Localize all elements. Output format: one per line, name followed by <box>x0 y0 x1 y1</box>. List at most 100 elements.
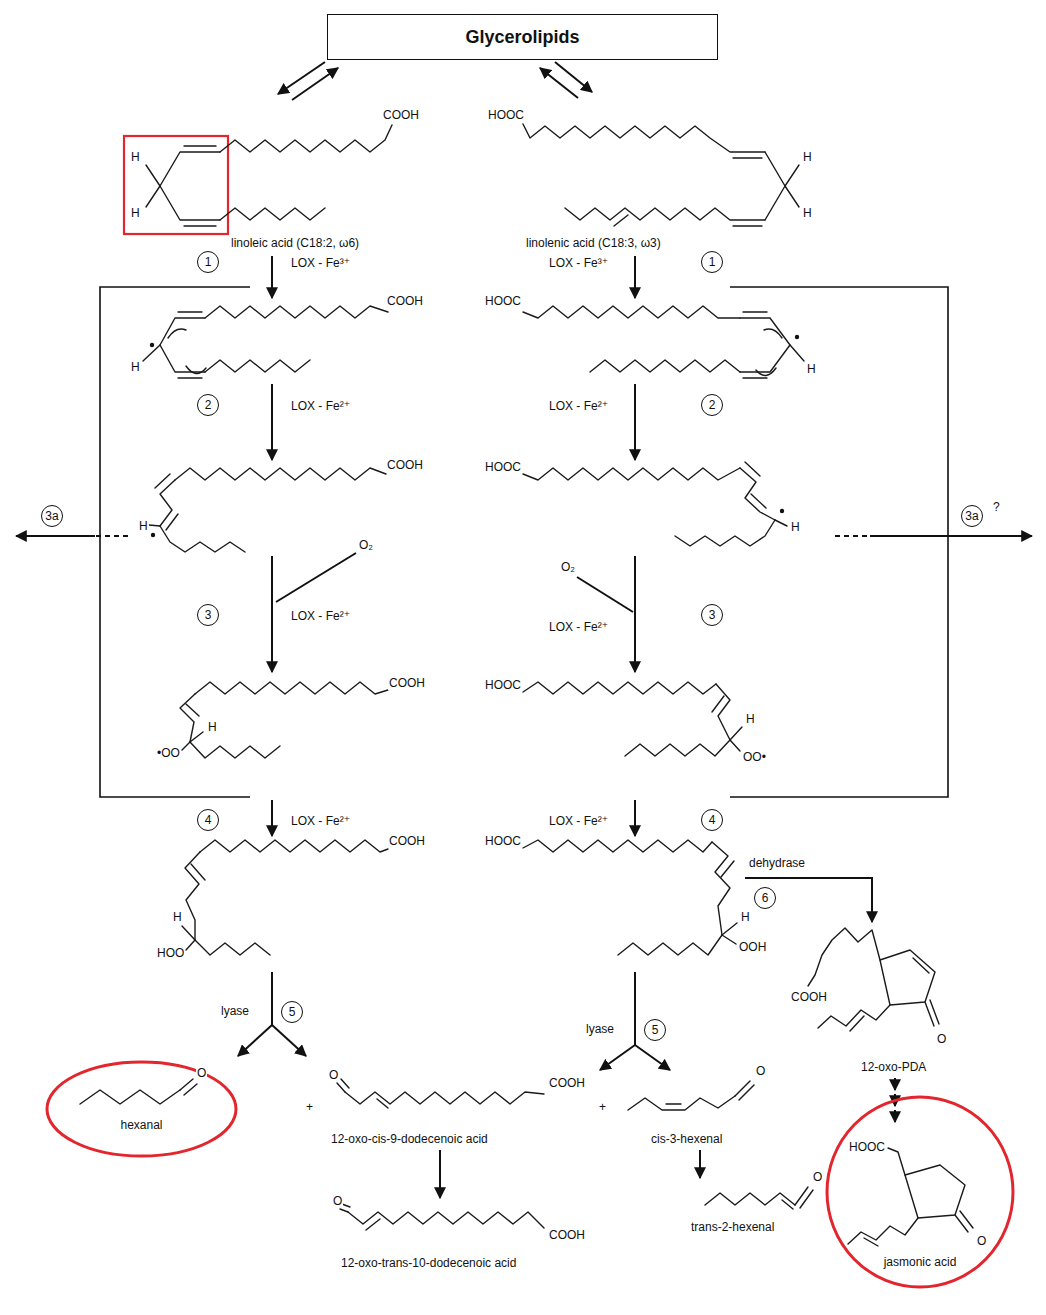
bond <box>782 1200 793 1209</box>
structure-label: COOH <box>386 458 424 472</box>
ellipse-outline <box>827 1097 1013 1287</box>
reaction-arrow <box>634 972 636 1045</box>
reaction-arrow <box>634 556 636 672</box>
bond <box>743 377 767 378</box>
bond <box>722 935 736 944</box>
step-number: 2 <box>709 398 716 412</box>
bond <box>205 360 310 372</box>
bond <box>730 740 740 751</box>
bond <box>818 1005 890 1028</box>
bond <box>628 1096 735 1110</box>
bond <box>523 840 712 852</box>
bond <box>366 1219 380 1230</box>
structure-label: linoleic acid (C18:2, ω6) <box>230 236 360 250</box>
reaction-arrow <box>894 1110 896 1122</box>
reaction-arrow <box>272 1025 306 1056</box>
bond <box>190 732 203 742</box>
oxygen-line <box>577 577 633 612</box>
step-number-circle: 5 <box>644 1019 666 1041</box>
step-number-circle: 3 <box>197 604 219 626</box>
bond <box>80 1090 180 1104</box>
bond <box>205 306 388 318</box>
bond <box>712 842 730 935</box>
side-path-arrow <box>870 535 1032 537</box>
bond <box>751 494 766 508</box>
structure-label: HOOC <box>484 460 522 474</box>
bond <box>666 1103 681 1104</box>
reaction-arrow <box>635 1045 670 1070</box>
structure-label: dehydrase <box>748 856 806 870</box>
step-number-circle: 5 <box>281 1001 303 1023</box>
bond <box>182 926 195 940</box>
structure-label: O₂ <box>560 560 576 574</box>
bond <box>523 468 740 480</box>
electron-arrow <box>764 329 782 338</box>
structure-label: O₂ <box>358 538 374 552</box>
bond <box>220 208 325 220</box>
structure-label: LOX - Fe²⁺ <box>548 399 609 413</box>
bond <box>160 152 220 220</box>
reaction-arrow <box>634 256 636 298</box>
bond <box>182 742 190 750</box>
ellipse-outline <box>47 1062 236 1156</box>
bracket <box>100 287 250 797</box>
reaction-arrow <box>271 800 273 836</box>
bond <box>785 165 799 186</box>
oxygen-line <box>276 553 356 602</box>
step-number: 2 <box>205 398 212 412</box>
step-number: 4 <box>205 813 212 827</box>
bond <box>880 950 935 1005</box>
step-number: 3 <box>709 608 716 622</box>
bond <box>739 1085 754 1100</box>
structure-label: H <box>207 720 218 734</box>
structure-label: H <box>806 362 817 376</box>
highlight-ellipse: hexanal <box>45 1060 238 1158</box>
step-number-circle: 3a <box>961 505 983 527</box>
radical-dot <box>151 533 155 537</box>
bond <box>191 864 205 880</box>
bond <box>960 1211 973 1228</box>
structure-label: H <box>130 360 141 374</box>
step-number: 5 <box>289 1005 296 1019</box>
reaction-arrow <box>555 62 592 92</box>
step-number-circle: 6 <box>754 887 776 909</box>
bond <box>184 1084 197 1095</box>
bond <box>340 1209 348 1212</box>
structure-label: H <box>138 519 149 533</box>
bond <box>186 940 195 950</box>
structure-label: O <box>755 1064 766 1078</box>
step-number: 4 <box>709 813 716 827</box>
step-number: 5 <box>652 1023 659 1037</box>
structure-label: O <box>196 1066 207 1080</box>
step-number-circle: 2 <box>197 394 219 416</box>
reaction-arrow <box>292 68 338 100</box>
radical-dot <box>795 335 799 339</box>
bond <box>675 520 775 546</box>
bond <box>348 1212 544 1228</box>
step-number: 1 <box>709 255 716 269</box>
bond <box>523 124 765 152</box>
bond <box>195 940 270 955</box>
box-title: Glycerolipids <box>465 30 579 44</box>
reaction-arrow <box>894 1078 896 1090</box>
structure-label: O <box>936 1032 947 1046</box>
bond <box>808 928 880 986</box>
bond <box>740 468 775 520</box>
structure-label: OOH <box>738 940 767 954</box>
bond <box>590 360 740 372</box>
reaction-arrow <box>699 1150 701 1178</box>
bond <box>377 1099 388 1108</box>
electron-arrow <box>756 368 776 376</box>
bond <box>184 225 216 226</box>
step-number: 3a <box>45 509 58 523</box>
bond <box>178 311 202 312</box>
bond <box>955 1215 968 1232</box>
bond <box>146 186 160 207</box>
structure-label: COOH <box>382 108 420 122</box>
highlight-ellipse: jasmonic acid <box>825 1095 1015 1289</box>
side-path-arrow <box>835 535 870 537</box>
step-number-circle: 1 <box>701 251 723 273</box>
structure-label: O <box>812 1170 823 1184</box>
bond <box>341 1079 349 1088</box>
